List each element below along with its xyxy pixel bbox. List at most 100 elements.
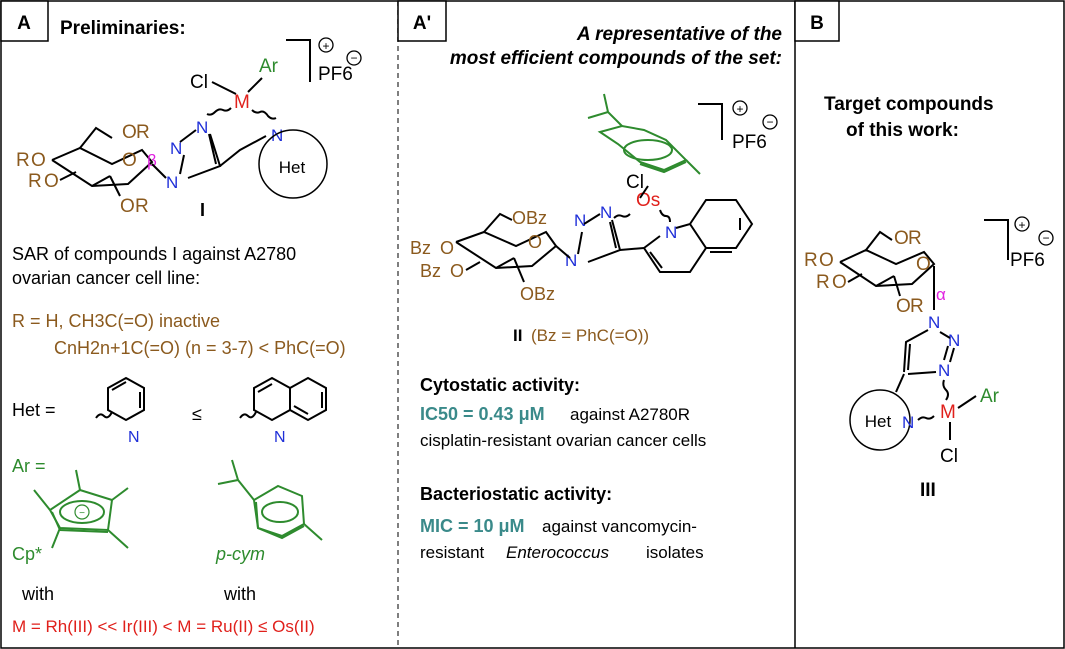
atom-cl: Cl	[190, 72, 208, 93]
cytostatic-text-2: cisplatin-resistant ovarian cancer cells	[420, 431, 706, 450]
atom-r: R	[16, 150, 30, 171]
group-bz: Bz	[420, 261, 441, 281]
panel-a-prime-title-1: A representative of the	[576, 24, 783, 45]
het-equals: Het =	[12, 400, 56, 420]
p-cym-label: p-cym	[215, 544, 265, 564]
atom-n: N	[574, 211, 586, 230]
het-ring	[849, 389, 911, 451]
beta-label: β	[147, 151, 157, 170]
sar-line-2: ovarian cancer cell line:	[12, 268, 200, 288]
counterion-pf6: PF6	[1010, 250, 1045, 271]
bacteriostatic-text-1: against vancomycin-	[542, 517, 697, 536]
with-label-2: with	[223, 584, 256, 604]
cytostatic-heading: Cytostatic activity:	[420, 375, 580, 395]
panel-a-prime-letter-box	[397, 0, 447, 42]
alpha-label: α	[936, 285, 946, 304]
r-line-2: CnH2n+1C(=O) (n = 3-7) < PhC(=O)	[54, 338, 346, 358]
ar-equals: Ar =	[12, 456, 46, 476]
atom-r: R	[136, 122, 150, 143]
mic-value: MIC = 10 μM	[420, 516, 525, 536]
panel-b-title-2: of this work:	[846, 120, 959, 141]
atom-ring-o: O	[122, 150, 137, 171]
atom-cl: Cl	[626, 172, 644, 193]
compound-ii-label: II	[513, 326, 522, 345]
atom-r: R	[804, 250, 818, 271]
plus-sign: +	[736, 102, 743, 116]
atom-het: Het	[865, 412, 892, 431]
atom-ar: Ar	[259, 56, 279, 77]
bacteriostatic-heading: Bacteriostatic activity:	[420, 484, 612, 504]
atom-o: O	[896, 296, 911, 317]
atom-r: R	[908, 228, 922, 249]
leq-sign: ≤	[192, 404, 202, 424]
minus-charge-icon	[346, 50, 362, 66]
atom-n: N	[274, 429, 286, 446]
quinoline-structure: N	[239, 376, 327, 446]
atom-n: N	[600, 203, 612, 222]
p-cymene-structure	[217, 459, 323, 541]
sar-line-1: SAR of compounds I against A2780	[12, 244, 296, 264]
group-obz: OBz	[512, 208, 547, 228]
atom-m: M	[234, 92, 250, 113]
bacteriostatic-text-2: resistant	[420, 543, 485, 562]
plus-sign: +	[322, 39, 329, 53]
atom-n: N	[928, 313, 940, 332]
atom-cl: Cl	[940, 446, 958, 467]
plus-charge-icon	[318, 37, 334, 53]
atom-n: N	[902, 413, 914, 432]
atom-o: O	[819, 250, 834, 271]
panel-a: A Preliminaries: + − PF6 Cl Ar M N N N N…	[0, 0, 362, 636]
pyridine-structure: N	[95, 376, 145, 446]
atom-n: N	[948, 331, 960, 350]
panel-a-prime-letter: A'	[413, 13, 431, 34]
atom-o: O	[450, 261, 464, 281]
het-ring	[258, 129, 328, 199]
atom-n: N	[128, 429, 140, 446]
compound-ii-note: (Bz = PhC(=O))	[531, 326, 649, 345]
enterococcus-label: Enterococcus	[506, 543, 609, 562]
atom-os: Os	[636, 190, 660, 211]
panel-b: B Target compounds of this work: + − PF6…	[794, 0, 1054, 501]
panel-a-prime-title-2: most efficient compounds of the set:	[450, 48, 782, 69]
atom-o: O	[832, 272, 847, 293]
atom-ring-o: O	[528, 232, 542, 252]
cp-star-structure: −	[33, 469, 129, 549]
metal-order: M = Rh(III) << Ir(III) < M = Ru(II) ≤ Os…	[12, 617, 315, 636]
bacteriostatic-text-3: isolates	[646, 543, 704, 562]
atom-n: N	[196, 118, 208, 137]
compound-iii-label: III	[920, 480, 936, 501]
r-line-1: R = H, CH3C(=O) inactive	[12, 311, 220, 331]
with-label-1: with	[21, 584, 54, 604]
atom-o: O	[44, 171, 59, 192]
counterion-pf6: PF6	[318, 64, 353, 85]
minus-sign: −	[1042, 231, 1049, 245]
panel-b-letter: B	[810, 13, 824, 34]
atom-n: N	[170, 139, 182, 158]
atom-n: N	[166, 173, 178, 192]
panel-a-prime: A' A representative of the most efficien…	[397, 0, 783, 562]
atom-m: M	[940, 402, 956, 423]
counterion-pf6: PF6	[732, 132, 767, 153]
atom-o: O	[122, 122, 137, 143]
cytostatic-text-1: against A2780R	[570, 405, 690, 424]
charge-bracket	[286, 39, 311, 82]
atom-r: R	[910, 296, 924, 317]
atom-n: N	[565, 251, 577, 270]
atom-ring-o: O	[916, 254, 931, 275]
atom-r: R	[816, 272, 830, 293]
minus-sign: −	[350, 51, 357, 65]
atom-o: O	[440, 238, 454, 258]
cp-star-label: Cp*	[12, 544, 42, 564]
group-bz: Bz	[410, 238, 431, 258]
panel-a-title: Preliminaries:	[60, 18, 186, 39]
panel-b-title-1: Target compounds	[824, 94, 994, 115]
atom-r: R	[135, 196, 149, 217]
atom-o: O	[31, 150, 46, 171]
group-obz: OBz	[520, 284, 555, 304]
atom-n: N	[665, 223, 677, 242]
atom-het: Het	[279, 158, 306, 177]
cp-minus: −	[79, 508, 85, 519]
atom-o: O	[120, 196, 135, 217]
